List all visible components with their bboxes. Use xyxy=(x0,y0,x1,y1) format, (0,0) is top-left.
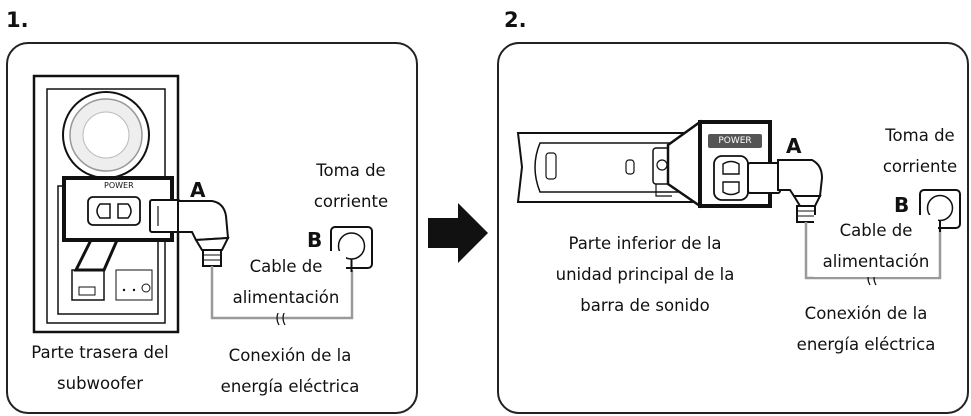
connection-label-1: Conexión de la energía eléctrica xyxy=(210,340,370,402)
connection-label-1-line2: energía eléctrica xyxy=(220,377,360,396)
point-a-2: A xyxy=(786,134,802,158)
device-caption-2-line2: unidad principal de la xyxy=(555,265,735,284)
power-plug-1 xyxy=(149,199,230,267)
device-caption-1: Parte trasera del subwoofer xyxy=(20,337,180,399)
cable-label-2: Cable de alimentación xyxy=(814,215,938,277)
device-caption-2-line1: Parte inferior de la xyxy=(568,234,722,253)
device-caption-2: Parte inferior de la unidad principal de… xyxy=(540,228,750,321)
cable-label-2-line1: Cable de xyxy=(839,221,913,240)
outlet-label-1-line1: Toma de xyxy=(316,161,386,180)
connection-label-1-line1: Conexión de la xyxy=(228,346,352,365)
connection-label-2: Conexión de la energía eléctrica xyxy=(786,298,946,360)
connection-label-2-line1: Conexión de la xyxy=(804,304,928,323)
power-plug-2 xyxy=(747,159,824,223)
device-caption-2-line3: barra de sonido xyxy=(580,296,710,315)
outlet-label-1-line2: corriente xyxy=(313,192,389,211)
connection-label-2-line2: energía eléctrica xyxy=(796,335,936,354)
soundbar-bottom-illustration xyxy=(516,132,701,203)
power-port-callout-2 xyxy=(666,119,772,209)
cable-label-1-line2: alimentación xyxy=(232,288,340,307)
port-label-1: POWER xyxy=(104,181,134,190)
device-caption-1-line1: Parte trasera del xyxy=(31,343,169,362)
cable-label-1-line1: Cable de xyxy=(249,257,323,276)
point-b-2: B xyxy=(894,193,910,217)
cable-label-1: Cable de alimentación xyxy=(226,251,346,313)
device-caption-1-line2: subwoofer xyxy=(57,374,143,393)
power-cable-1 xyxy=(210,266,354,320)
cable-label-2-line2: alimentación xyxy=(822,252,930,271)
point-b-1: B xyxy=(307,228,323,252)
power-cable-2 xyxy=(804,222,942,280)
outlet-label-2: Toma de corriente xyxy=(878,120,962,182)
right-arrow-icon xyxy=(428,203,488,263)
outlet-label-2-line1: Toma de xyxy=(885,126,955,145)
outlet-label-1: Toma de corriente xyxy=(306,155,396,217)
outlet-label-2-line2: corriente xyxy=(882,157,958,176)
step-1-number: 1. xyxy=(6,8,29,32)
port-label-2: POWER xyxy=(718,136,752,146)
step-2-number: 2. xyxy=(504,8,527,32)
point-a-1: A xyxy=(190,178,206,202)
